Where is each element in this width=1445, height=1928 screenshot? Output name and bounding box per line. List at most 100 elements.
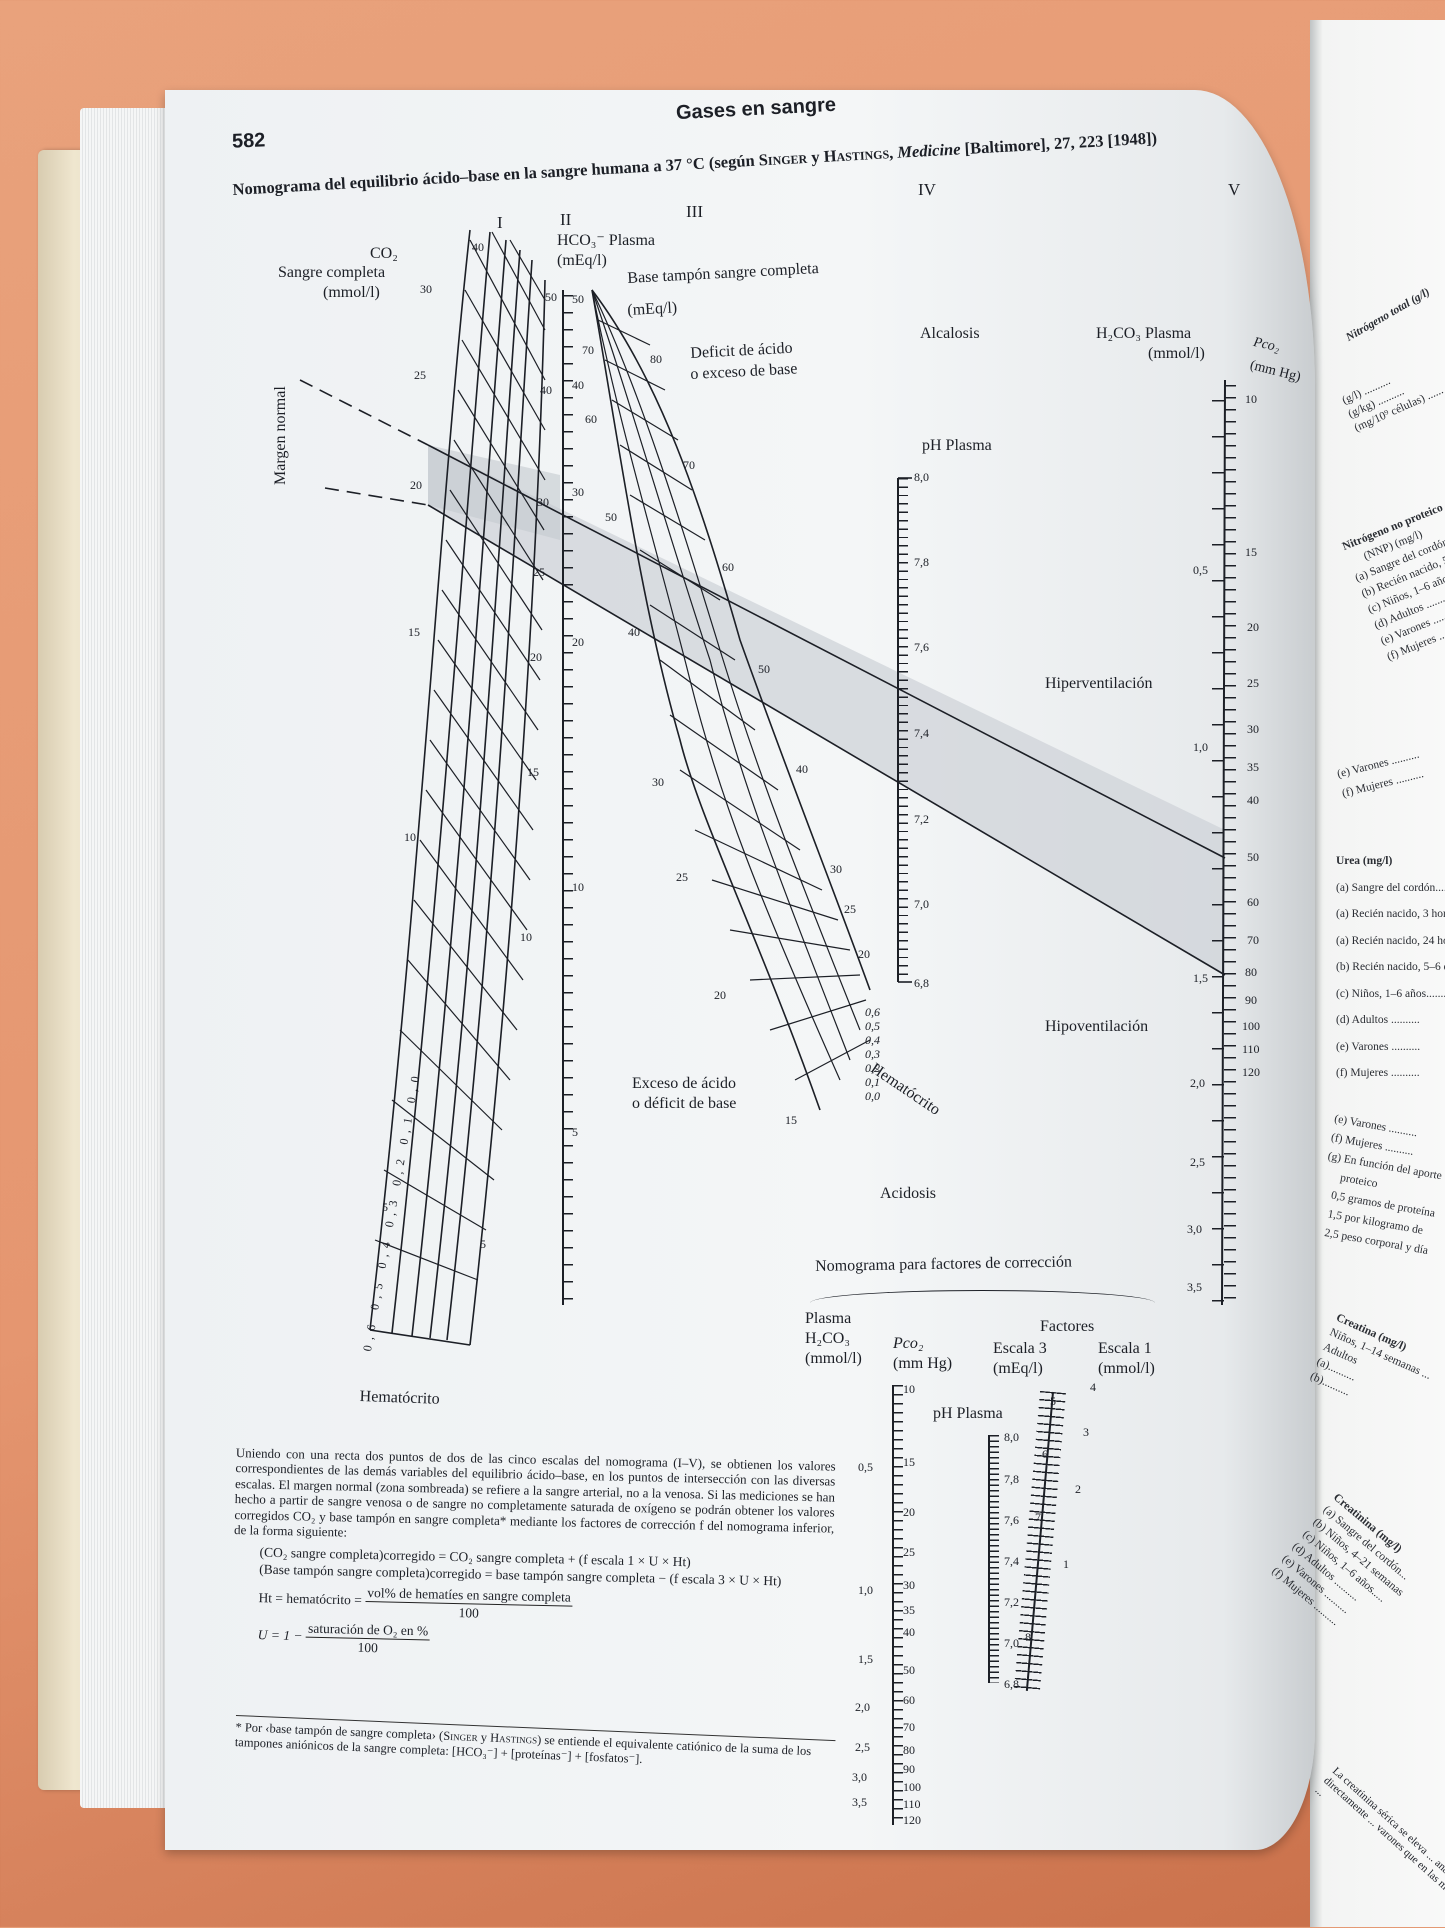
tick-pco2-80: 80 [1245, 965, 1257, 979]
tick-co2-right-40b: 40 [540, 383, 552, 397]
hematocrit-label-scale-i: Hematócrito [359, 1388, 440, 1408]
corr-tick-ph-7-4: 7,4 [1004, 1554, 1019, 1568]
correction-ph-label: pH Plasma [933, 1405, 1003, 1422]
scale-numeral-i: I [497, 213, 503, 232]
corr-tick-pco2-30: 30 [903, 1578, 915, 1592]
scale-numeral-iv: IV [918, 180, 936, 199]
corr-tick-ph-7-8: 7,8 [1004, 1472, 1019, 1486]
tick-pco2-20: 20 [1247, 620, 1259, 634]
corr-tick-pco2-50: 50 [903, 1663, 915, 1677]
scale-numeral-ii: II [560, 210, 572, 229]
correction-pco2-axis [892, 1385, 894, 1825]
tick-hco3-50: 50 [572, 292, 584, 306]
corr-tick-pco2-90: 90 [903, 1762, 915, 1776]
page-edges [80, 108, 170, 1808]
tick-pco2-15: 15 [1245, 545, 1257, 559]
tick-pco2-50: 50 [1247, 850, 1259, 864]
tick-ph-8-0: 8,0 [914, 470, 929, 484]
correction-escala3-unit: (mEq/l) [993, 1360, 1043, 1377]
tick-bb-20: 20 [714, 988, 726, 1002]
correction-escala3-label: Escala 3 [993, 1340, 1047, 1357]
tick-h2co3-0-5: 0,5 [1193, 563, 1208, 577]
correction-plasma-label-1: Plasma [805, 1310, 852, 1327]
buffer-base-unit: (mEq/l) [627, 299, 678, 319]
tick-pco2-70: 70 [1247, 933, 1259, 947]
corr-tick-pco2-60: 60 [903, 1693, 915, 1707]
corr-tick-ph-7-2: 7,2 [1004, 1595, 1019, 1609]
corr-tick-pco2-120: 120 [903, 1813, 921, 1827]
adjacent-urea-list: Urea (mg/l) (a) Sangre del cordón..... (… [1336, 855, 1445, 1079]
co2-label: CO₂ [370, 245, 398, 262]
corr-tick-pco2-25: 25 [903, 1545, 915, 1559]
tick-hco3-5: 5 [572, 1125, 578, 1139]
corr-tick-h2co3-0-5: 0,5 [858, 1460, 873, 1474]
alcalosis-label: Alcalosis [920, 325, 980, 342]
correction-ph-ticks [990, 1435, 999, 1683]
tick-bb-40: 40 [628, 625, 640, 639]
scale-numeral-v: V [1228, 180, 1241, 199]
tick-ph-6-8: 6,8 [914, 976, 929, 990]
tick-pco2-35: 35 [1247, 760, 1259, 774]
tick-pco2-90: 90 [1245, 993, 1257, 1007]
scale-numeral-iii: III [686, 202, 703, 221]
tick-bb-30b: 30 [830, 862, 842, 876]
h2co3-unit: (mmol/l) [1148, 345, 1205, 362]
acid-excess-label-1: Exceso de ácido [632, 1075, 736, 1092]
hco3-unit: (mEq/l) [557, 252, 607, 269]
tick-bb-60: 60 [585, 412, 597, 426]
tick-co2-15: 15 [408, 625, 420, 639]
corr-tick-e1-4: 4 [1090, 1380, 1096, 1394]
tick-bb-30: 30 [652, 775, 664, 789]
corr-tick-pco2-110: 110 [903, 1797, 921, 1811]
tick-hco3-10: 10 [572, 880, 584, 894]
tick-h2co3-1-5: 1,5 [1193, 971, 1208, 985]
normal-margin-label: Margen normal [272, 386, 289, 485]
tick-bb-60b: 60 [722, 560, 734, 574]
correction-escala1-unit: (mmol/l) [1098, 1360, 1155, 1377]
corr-tick-h2co3-1-5: 1,5 [858, 1652, 873, 1666]
corr-tick-pco2-15: 15 [903, 1455, 915, 1469]
tick-co2-right-10: 10 [520, 930, 532, 944]
tick-bb-70b: 70 [683, 458, 695, 472]
correction-pco2-label: Pco₂ [893, 1335, 924, 1352]
tick-co2-25: 25 [414, 368, 426, 382]
corr-tick-pco2-80: 80 [903, 1743, 915, 1757]
corr-tick-ph-8-0: 8,0 [1004, 1430, 1019, 1444]
tick-h2co3-2-0: 2,0 [1190, 1076, 1205, 1090]
tick-hco3-40: 40 [572, 378, 584, 392]
corr-tick-h2co3-3-5: 3,5 [852, 1795, 867, 1809]
correction-plasma-label-2: H₂CO₃ [805, 1330, 850, 1347]
tick-h2co3-3-5: 3,5 [1187, 1280, 1202, 1294]
corr-tick-h2co3-1-0: 1,0 [858, 1583, 873, 1597]
h2co3-label: H₂CO₃ Plasma [1096, 325, 1192, 342]
corr-tick-e3-7: 7 [1035, 1510, 1041, 1524]
tick-ph-7-8: 7,8 [914, 555, 929, 569]
corr-tick-pco2-40: 40 [903, 1625, 915, 1639]
tick-bb-20b: 20 [858, 947, 870, 961]
corr-tick-ph-7-6: 7,6 [1004, 1513, 1019, 1527]
correction-plasma-label-3: (mmol/l) [805, 1350, 862, 1367]
hyperventilation-label: Hiperventilación [1045, 675, 1153, 692]
tick-pco2-10: 10 [1245, 392, 1257, 406]
tick-pco2-110: 110 [1242, 1042, 1260, 1056]
tick-pco2-60: 60 [1247, 895, 1259, 909]
ph-plasma-label: pH Plasma [922, 437, 992, 454]
co2-unit: (mmol/l) [323, 284, 380, 301]
caption: Uniendo con una recta dos puntos de dos … [231, 1445, 836, 1667]
corr-tick-e1-1: 1 [1063, 1557, 1069, 1571]
corr-tick-ph-7-0: 7,0 [1004, 1636, 1019, 1650]
tick-pco2-30: 30 [1247, 722, 1259, 736]
tick-bb-80: 80 [650, 352, 662, 366]
tick-pco2-100: 100 [1242, 1019, 1260, 1033]
tick-co2-right-50: 50 [545, 290, 557, 304]
corr-tick-pco2-70: 70 [903, 1720, 915, 1734]
tick-co2-5: 5 [382, 1200, 388, 1214]
corr-tick-pco2-35: 35 [903, 1603, 915, 1617]
pco2-minor-ticks-right [1224, 385, 1236, 1305]
tick-bb-40b: 40 [796, 762, 808, 776]
ph-minor-ticks [898, 478, 908, 982]
tick-co2-10: 10 [404, 830, 416, 844]
correction-escala1-label: Escala 1 [1098, 1340, 1152, 1357]
corr-tick-pco2-20: 20 [903, 1505, 915, 1519]
